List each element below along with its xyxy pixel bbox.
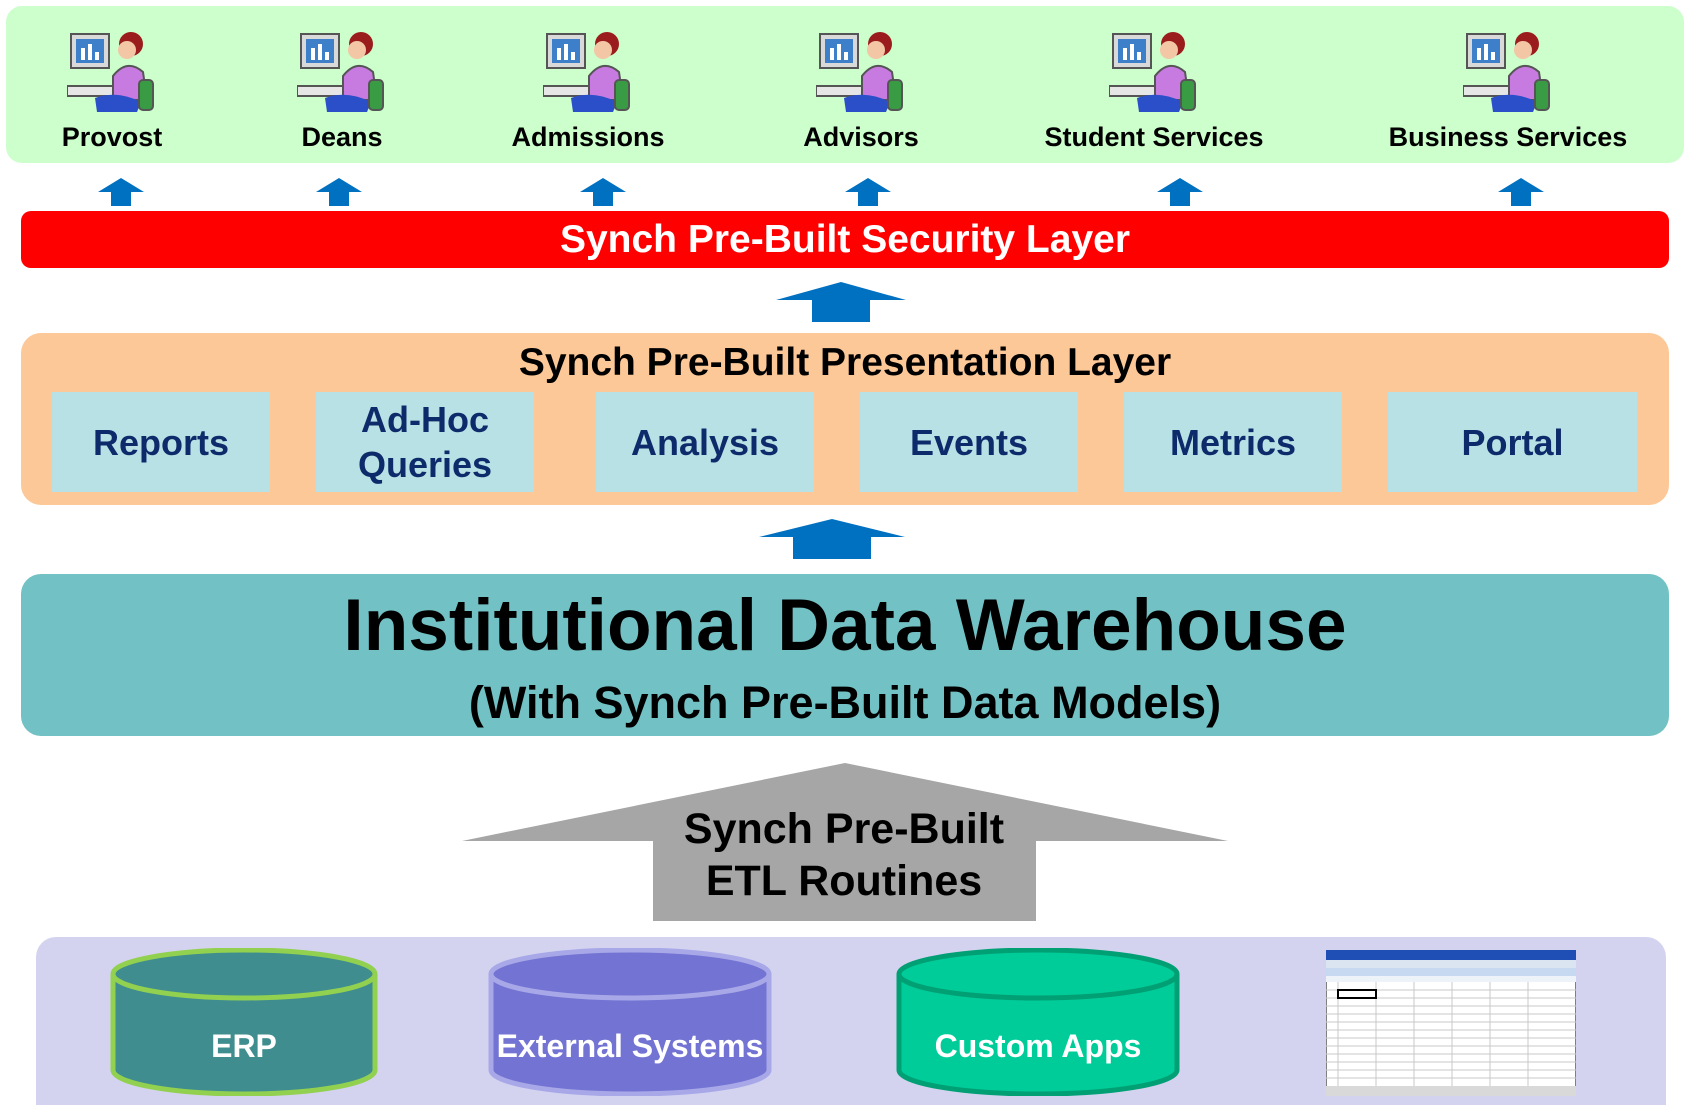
presentation-layer-title: Synch Pre-Built Presentation Layer [518,341,1172,384]
presentation-item-ad-hoc-queries: Ad-Hoc Queries [316,392,534,492]
user-business-services: Business Services [1368,22,1648,162]
user-provost: Provost [2,22,222,162]
spreadsheet-icon [1326,950,1576,1096]
user-student-services: Student Services [1024,22,1284,162]
user-label: Business Services [1388,122,1628,152]
user-label: Advisors [803,122,919,152]
presentation-item-events: Events [860,392,1078,492]
erp-label: ERP [211,1028,277,1064]
computer-user-icon [1109,32,1196,112]
user-label: Admissions [511,122,665,152]
computer-user-icon [543,32,630,112]
users-band [6,6,1684,163]
security-layer-bar: Synch Pre-Built Security Layer [21,211,1669,268]
up-arrow-icon [1498,178,1544,206]
computer-user-icon [67,32,154,112]
user-admissions: Admissions [478,22,698,162]
user-label: Provost [61,122,163,152]
warehouse-subtitle: (With Synch Pre-Built Data Models) [468,677,1222,728]
up-arrow-icon [845,178,891,206]
external-systems-database-icon [488,948,772,1096]
data-warehouse-box: Institutional Data Warehouse (With Synch… [21,574,1669,736]
external-systems-label: External Systems [496,1028,764,1064]
etl-arrow-icon [462,763,1228,921]
up-arrow-icon [316,178,362,206]
up-arrow-icon [580,178,626,206]
computer-user-icon [297,32,384,112]
etl-routines-label: Synch Pre-Built ETL Routines [683,805,1005,905]
presentation-item-analysis: Analysis [596,392,814,492]
user-advisors: Advisors [751,22,971,162]
user-label: Student Services [1044,122,1264,152]
erp-database-icon [110,948,378,1096]
user-label: Deans [301,122,383,152]
presentation-item-portal: Portal [1388,392,1637,492]
computer-user-icon [816,32,903,112]
up-arrow-icon [1157,178,1203,206]
custom-apps-database-icon [896,948,1180,1096]
warehouse-title: Institutional Data Warehouse [343,585,1347,666]
computer-user-icon [1463,32,1550,112]
custom-apps-label: Custom Apps [934,1028,1142,1064]
up-arrow-icon [759,519,905,559]
up-arrow-icon [98,178,144,206]
presentation-item-metrics: Metrics [1124,392,1342,492]
presentation-item-reports: Reports [52,392,270,492]
up-arrow-icon [776,282,906,322]
user-deans: Deans [232,22,452,162]
